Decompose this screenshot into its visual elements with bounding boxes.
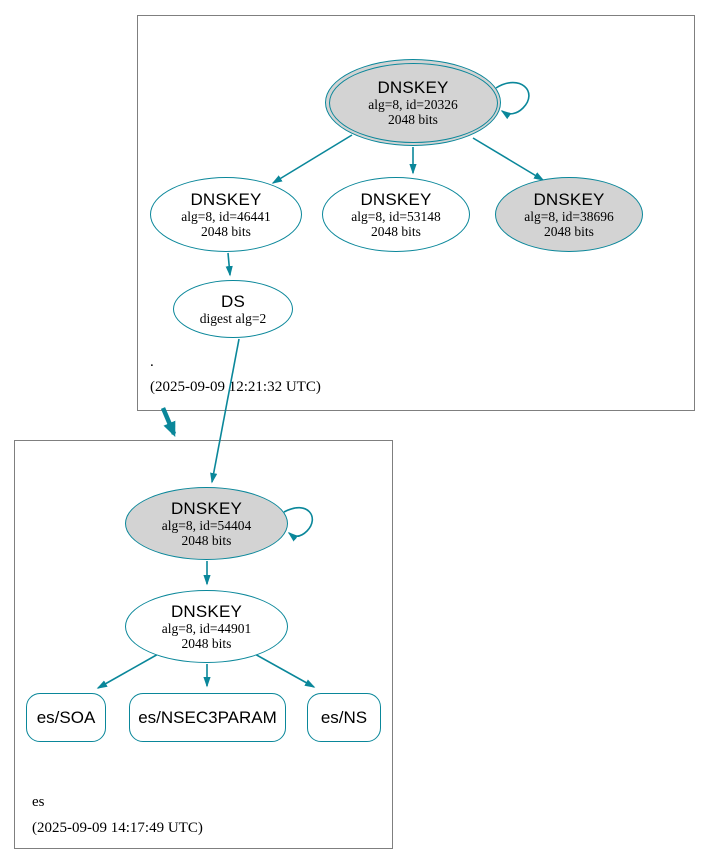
node-detail: alg=8, id=53148 [351,208,441,224]
node-bits: 2048 bits [388,112,438,127]
node-bits: 2048 bits [201,224,251,239]
node-title: DNSKEY [360,189,432,209]
dnskey-node-root-53148[interactable]: DNSKEY alg=8, id=53148 2048 bits [322,177,470,252]
rrset-label: es/NS [320,707,368,727]
es-zone-label: es [32,794,45,810]
rrset-node-es-ns[interactable]: es/NS [307,693,381,742]
node-detail: alg=8, id=44901 [161,620,252,636]
ds-node-root[interactable]: DS digest alg=2 [173,280,293,338]
dnskey-node-es-44901[interactable]: DNSKEY alg=8, id=44901 2048 bits [125,590,288,663]
dnskey-node-es-ksk-54404[interactable]: DNSKEY alg=8, id=54404 2048 bits [125,487,288,560]
node-detail: digest alg=2 [199,310,267,326]
node-title: DNSKEY [190,189,262,209]
node-title: DNSKEY [170,498,243,518]
node-bits: 2048 bits [544,224,594,239]
node-detail: alg=8, id=38696 [524,208,614,224]
rrset-label: es/SOA [36,707,96,727]
root-zone-label: . [150,354,154,370]
node-bits: 2048 bits [181,636,232,651]
node-detail: alg=8, id=54404 [161,517,252,533]
rrset-label: es/NSEC3PARAM [138,707,277,727]
es-zone-timestamp: (2025-09-09 14:17:49 UTC) [32,820,203,836]
node-title: DNSKEY [533,189,605,209]
rrset-node-es-nsec3param[interactable]: es/NSEC3PARAM [129,693,286,742]
dnskey-node-root-ksk-20326[interactable]: DNSKEY alg=8, id=20326 2048 bits [325,59,501,146]
dnskey-node-root-38696[interactable]: DNSKEY alg=8, id=38696 2048 bits [495,177,643,252]
dnskey-node-root-46441[interactable]: DNSKEY alg=8, id=46441 2048 bits [150,177,302,252]
rrset-node-es-soa[interactable]: es/SOA [26,693,106,742]
node-title: DS [220,291,245,311]
node-title: DNSKEY [377,77,449,97]
node-bits: 2048 bits [181,533,232,548]
node-detail: alg=8, id=20326 [368,96,458,112]
node-bits: 2048 bits [371,224,421,239]
node-detail: alg=8, id=46441 [181,208,271,224]
node-title: DNSKEY [170,601,243,621]
